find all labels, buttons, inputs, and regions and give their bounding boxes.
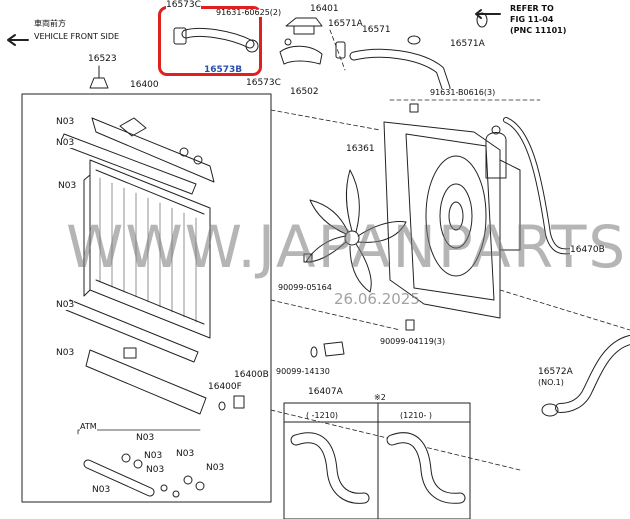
radiator-cap [285, 17, 323, 35]
refer-to-label: REFER TO [510, 4, 554, 13]
radiator-core [83, 159, 211, 339]
lower-radiator-hose [541, 335, 630, 417]
part-label-16470b[interactable]: 16470B [570, 245, 605, 255]
n03-label[interactable]: N03 [176, 449, 195, 459]
radiator-outlet-hose [335, 35, 451, 93]
part-label-16407a[interactable]: 16407A [308, 387, 343, 397]
part-label-16571a-top[interactable]: 16571A [328, 19, 363, 29]
bottom-gasket [65, 299, 199, 363]
radiator-top-tank [91, 117, 215, 183]
inset-range-2: (1210- ) [400, 411, 433, 420]
vehicle-front-jp: 車両前方 [34, 19, 66, 28]
fan-shroud [383, 121, 521, 319]
part-label-16571[interactable]: 16571 [362, 25, 391, 35]
vehicle-front-arrow-icon [7, 34, 29, 46]
top-gasket [59, 133, 197, 195]
atm-bracket [77, 429, 201, 435]
part-label-16573c-top[interactable]: 16573C [166, 0, 201, 10]
part-label-16400[interactable]: 16400 [130, 80, 159, 90]
part-label-16502[interactable]: 16502 [290, 87, 319, 97]
n03-label[interactable]: N03 [56, 300, 75, 310]
watermark-text: WWW.JAPANPARTS.RU [66, 213, 630, 281]
part-label-16572a-no1: (NO.1) [538, 378, 564, 387]
reserve-tank [485, 117, 579, 255]
part-label-90099-05164[interactable]: 90099-05164 [278, 283, 332, 292]
refer-arrow-icon [475, 9, 501, 28]
part-label-16523[interactable]: 16523 [88, 54, 117, 64]
vehicle-front-en: VEHICLE FRONT SIDE [34, 32, 120, 41]
fan-bolts [303, 103, 419, 331]
hose-clamp [310, 341, 345, 358]
n03-label[interactable]: N03 [206, 463, 225, 473]
n03-label[interactable]: N03 [56, 117, 75, 127]
atm-label: ATM [80, 422, 97, 431]
radiator-bottom-tank [85, 347, 207, 415]
fig-ref-link[interactable]: FIG 11-04 [510, 15, 554, 24]
hose-variation-inset [283, 402, 471, 519]
part-label-16401[interactable]: 16401 [310, 4, 339, 14]
n03-label[interactable]: N03 [136, 433, 155, 443]
highlighted-part-frame [158, 6, 262, 76]
n03-label[interactable]: N03 [92, 485, 111, 495]
part-label-16573b[interactable]: 16573B [204, 65, 243, 75]
drain-plug [218, 395, 245, 411]
n03-label[interactable]: N03 [56, 138, 75, 148]
n03-label[interactable]: N03 [144, 451, 163, 461]
part-label-91631-60625[interactable]: 91631-60625(2) [216, 8, 282, 17]
drain-cock-plug [89, 65, 109, 89]
radiator-assembly-frame [21, 93, 272, 503]
upper-radiator-hose [173, 27, 259, 53]
inset-note-2: ※2 [374, 393, 386, 402]
oil-cooler-pipe [83, 453, 205, 498]
n03-label[interactable]: N03 [58, 181, 77, 191]
water-inlet [279, 38, 323, 65]
inset-range-1: ( -1210) [306, 411, 339, 420]
part-label-16400f[interactable]: 16400F [208, 382, 242, 392]
watermark-date: 26.06.2025 [334, 290, 420, 308]
n03-label[interactable]: N03 [146, 465, 165, 475]
part-label-16400b[interactable]: 16400B [234, 370, 269, 380]
part-label-16571a-right[interactable]: 16571A [450, 39, 485, 49]
part-label-16573c-bottom[interactable]: 16573C [246, 78, 281, 88]
n03-label[interactable]: N03 [56, 348, 75, 358]
part-label-90099-04119[interactable]: 90099-04119(3) [380, 337, 446, 346]
pnc-ref-label: (PNC 11101) [510, 26, 567, 35]
part-label-91631-b0616[interactable]: 91631-B0616(3) [430, 88, 496, 97]
part-label-16361[interactable]: 16361 [346, 144, 375, 154]
part-label-16572a[interactable]: 16572A [538, 367, 573, 377]
part-label-90099-14130[interactable]: 90099-14130 [276, 367, 330, 376]
